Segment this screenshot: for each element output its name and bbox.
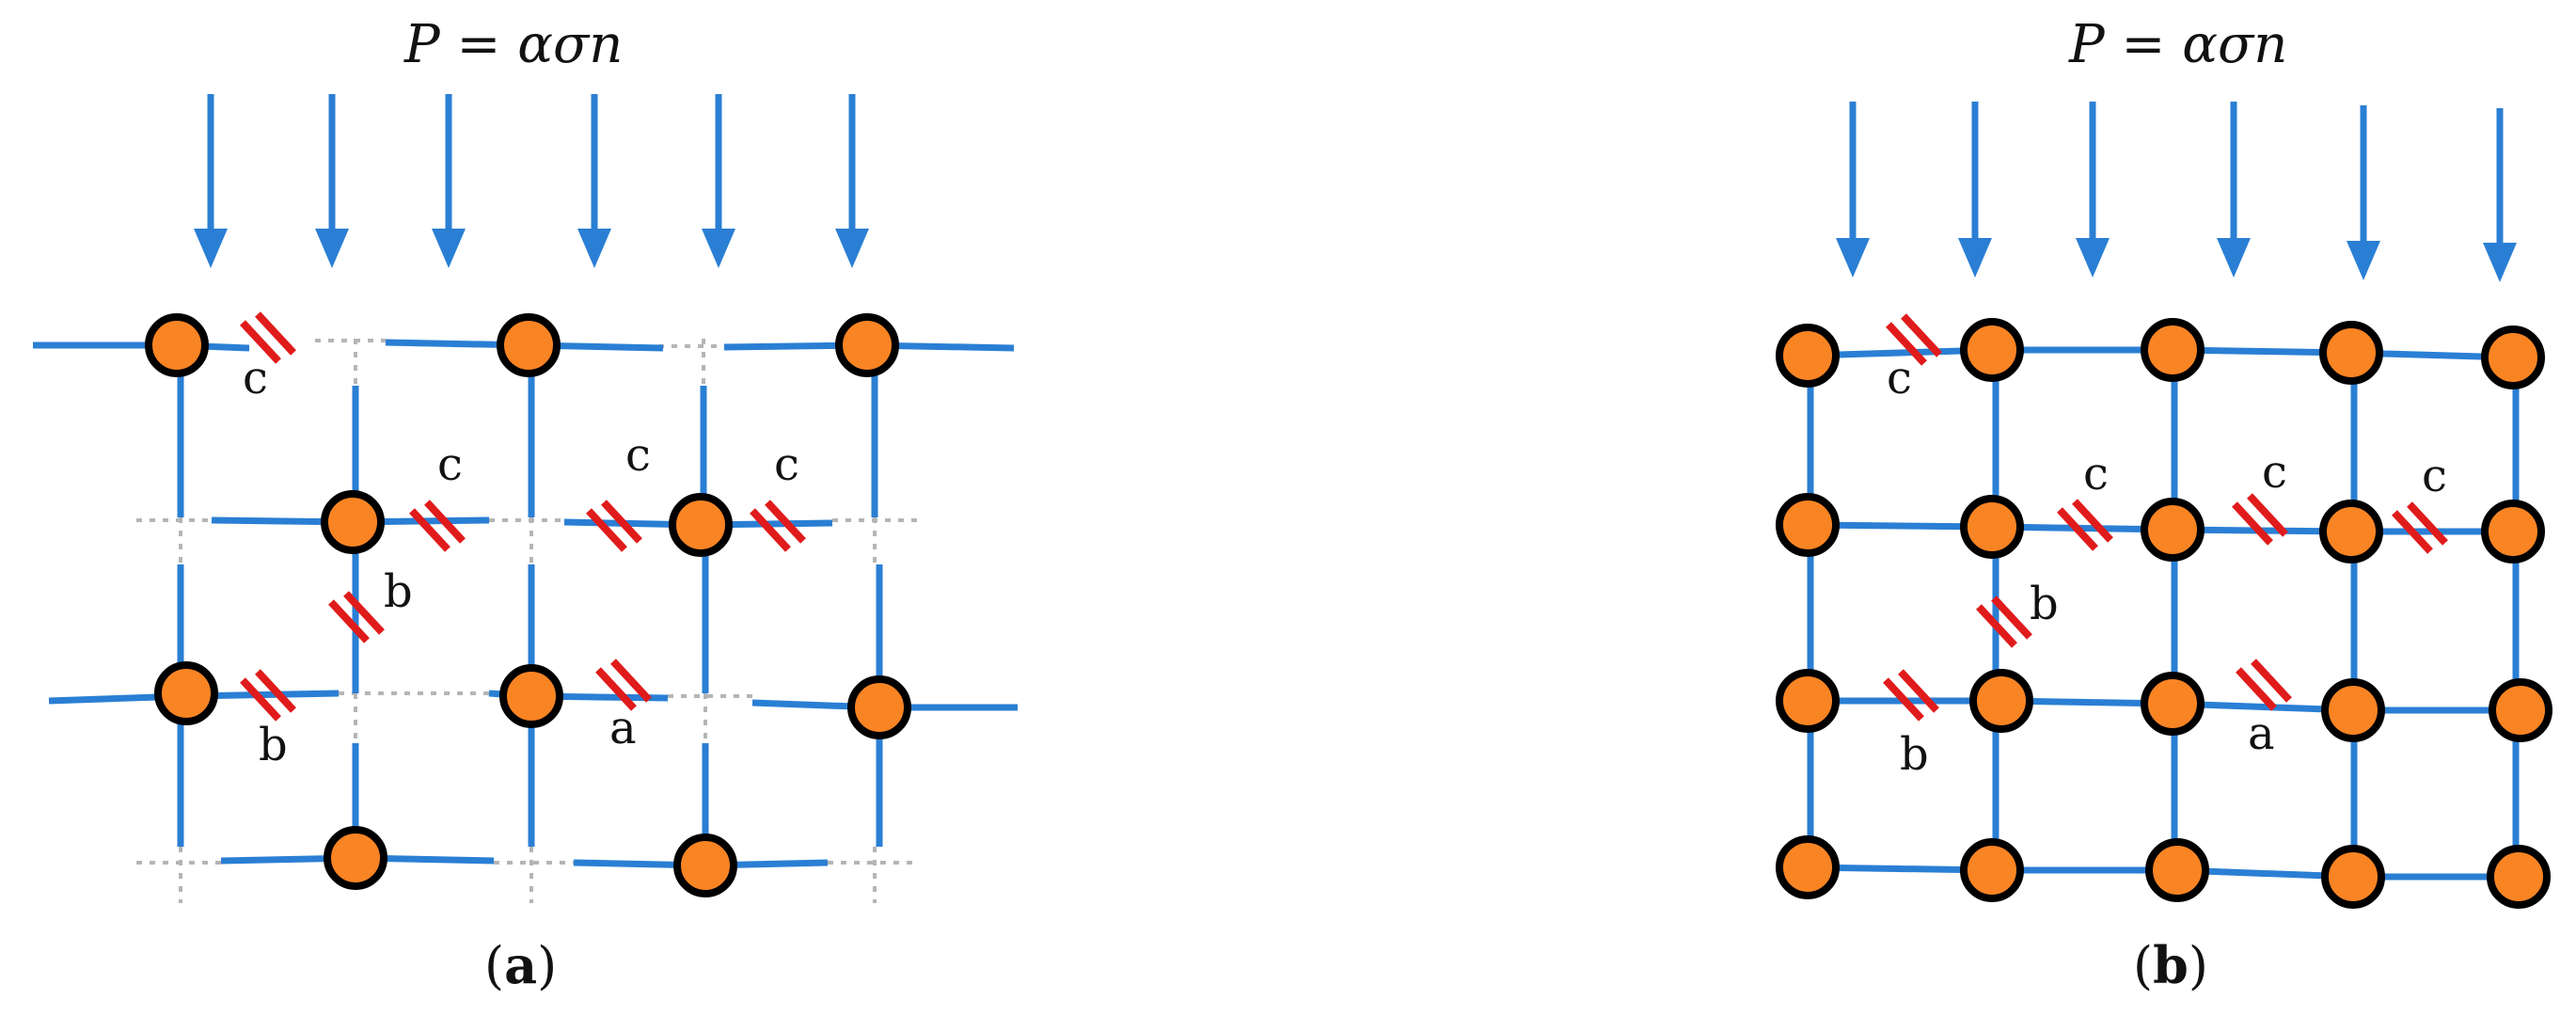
atom-node [2145,838,2209,902]
bond-label: c [2262,446,2287,499]
atom-node [1960,495,2024,559]
panel-a-bond-labels: c c c c b b a [243,352,799,771]
load-arrow-icon [432,94,466,268]
panel-b-caption-letter: b [2153,935,2189,995]
panel-a-load-arrows [194,94,869,268]
panel-b-caption-close: ) [2189,936,2208,995]
broken-bond-mark [750,500,806,552]
load-arrow-icon [2347,105,2380,280]
atom-node [2141,498,2205,562]
load-arrow-icon [315,94,349,268]
panel-a-load-formula-main: P = ασn [403,14,623,75]
bond-label: c [243,352,268,405]
atom-node [1960,838,2024,902]
atom-node [2321,678,2385,742]
broken-bond-mark [2236,659,2292,711]
atom-node [497,313,561,377]
broken-bond-mark [1976,595,2032,648]
panel-b-broken-bonds [1883,313,2448,722]
panel-a: P = ασn [33,14,1018,995]
atom-node [145,313,209,377]
bond-label: c [774,438,799,491]
panel-b-lattice-bonds [1807,346,2521,881]
atom-node [2481,325,2545,389]
load-arrow-icon [835,94,869,268]
broken-bond-mark [2057,499,2113,551]
bond-label: c [437,438,463,491]
broken-bond-mark [2232,493,2288,546]
load-arrow-icon [2076,102,2110,278]
panel-a-caption-open: ( [484,936,504,995]
atom-node [1776,835,1840,899]
bond-label: c [625,429,651,482]
bond-label: a [2248,707,2275,760]
atom-node [1776,669,1840,733]
panel-a-load-formula: P = ασn [403,14,623,75]
load-arrow-icon [1958,102,1992,278]
atom-node [2141,318,2205,382]
atom-node [2319,500,2383,564]
atom-node [2487,845,2551,909]
atom-node [1776,324,1840,388]
panel-a-caption-letter: a [504,935,537,995]
load-arrow-icon [577,94,611,268]
load-arrow-icon [2483,108,2517,282]
atom-node [1960,318,2024,382]
atom-node [669,493,733,557]
panel-b-bond-labels: c c c c b b a [1887,352,2447,781]
load-arrow-icon [1836,102,1870,278]
panel-a-atoms [145,313,911,897]
broken-bond-mark [409,500,466,552]
panel-b: P = ασn [1776,14,2552,995]
atom-node [847,675,911,739]
broken-bond-mark [586,500,642,552]
bond-label: a [609,702,637,754]
panel-a-broken-bonds [240,311,806,722]
load-arrow-icon [194,94,228,268]
bond-label: b [2030,578,2059,630]
broken-bond-mark [240,669,296,722]
atom-node [673,833,737,897]
atom-node [1969,669,2033,733]
atom-node [499,664,563,728]
load-arrow-icon [702,94,735,268]
panel-b-caption: (b) [2133,935,2208,995]
broken-bond-mark [1883,669,1939,722]
bond-label: b [259,719,288,771]
panel-a-caption: (a) [484,935,557,995]
bond-label: b [1900,728,1929,781]
atom-node [2319,321,2383,385]
atom-node [1776,493,1840,557]
atom-node [835,313,899,377]
atom-node [154,661,218,725]
atom-node [321,490,385,554]
load-arrow-icon [2217,102,2251,278]
panel-b-load-formula: P = ασn [2068,14,2287,75]
atom-node [324,826,387,890]
bond-label: c [2083,448,2109,500]
atom-node [2489,678,2552,742]
broken-bond-mark [240,311,296,364]
broken-bond-mark [595,659,652,711]
panel-b-load-formula-main: P = ασn [2068,14,2287,75]
atom-node [2141,672,2205,736]
bond-label: c [1887,352,1912,405]
panel-a-lattice-bonds [33,339,1018,869]
broken-bond-mark [328,591,385,643]
panel-a-vacancy-guides [136,339,917,903]
atom-node [2321,845,2385,909]
panel-b-load-arrows [1836,102,2517,282]
panel-b-caption-open: ( [2133,936,2153,995]
broken-bond-mark [2392,501,2448,554]
panel-a-caption-close: ) [537,936,557,995]
broken-bond-mark [1886,313,1942,366]
panel-b-atoms [1776,318,2552,909]
atom-node [2481,500,2545,564]
bond-label: b [384,565,413,618]
bond-label: c [2422,450,2447,502]
